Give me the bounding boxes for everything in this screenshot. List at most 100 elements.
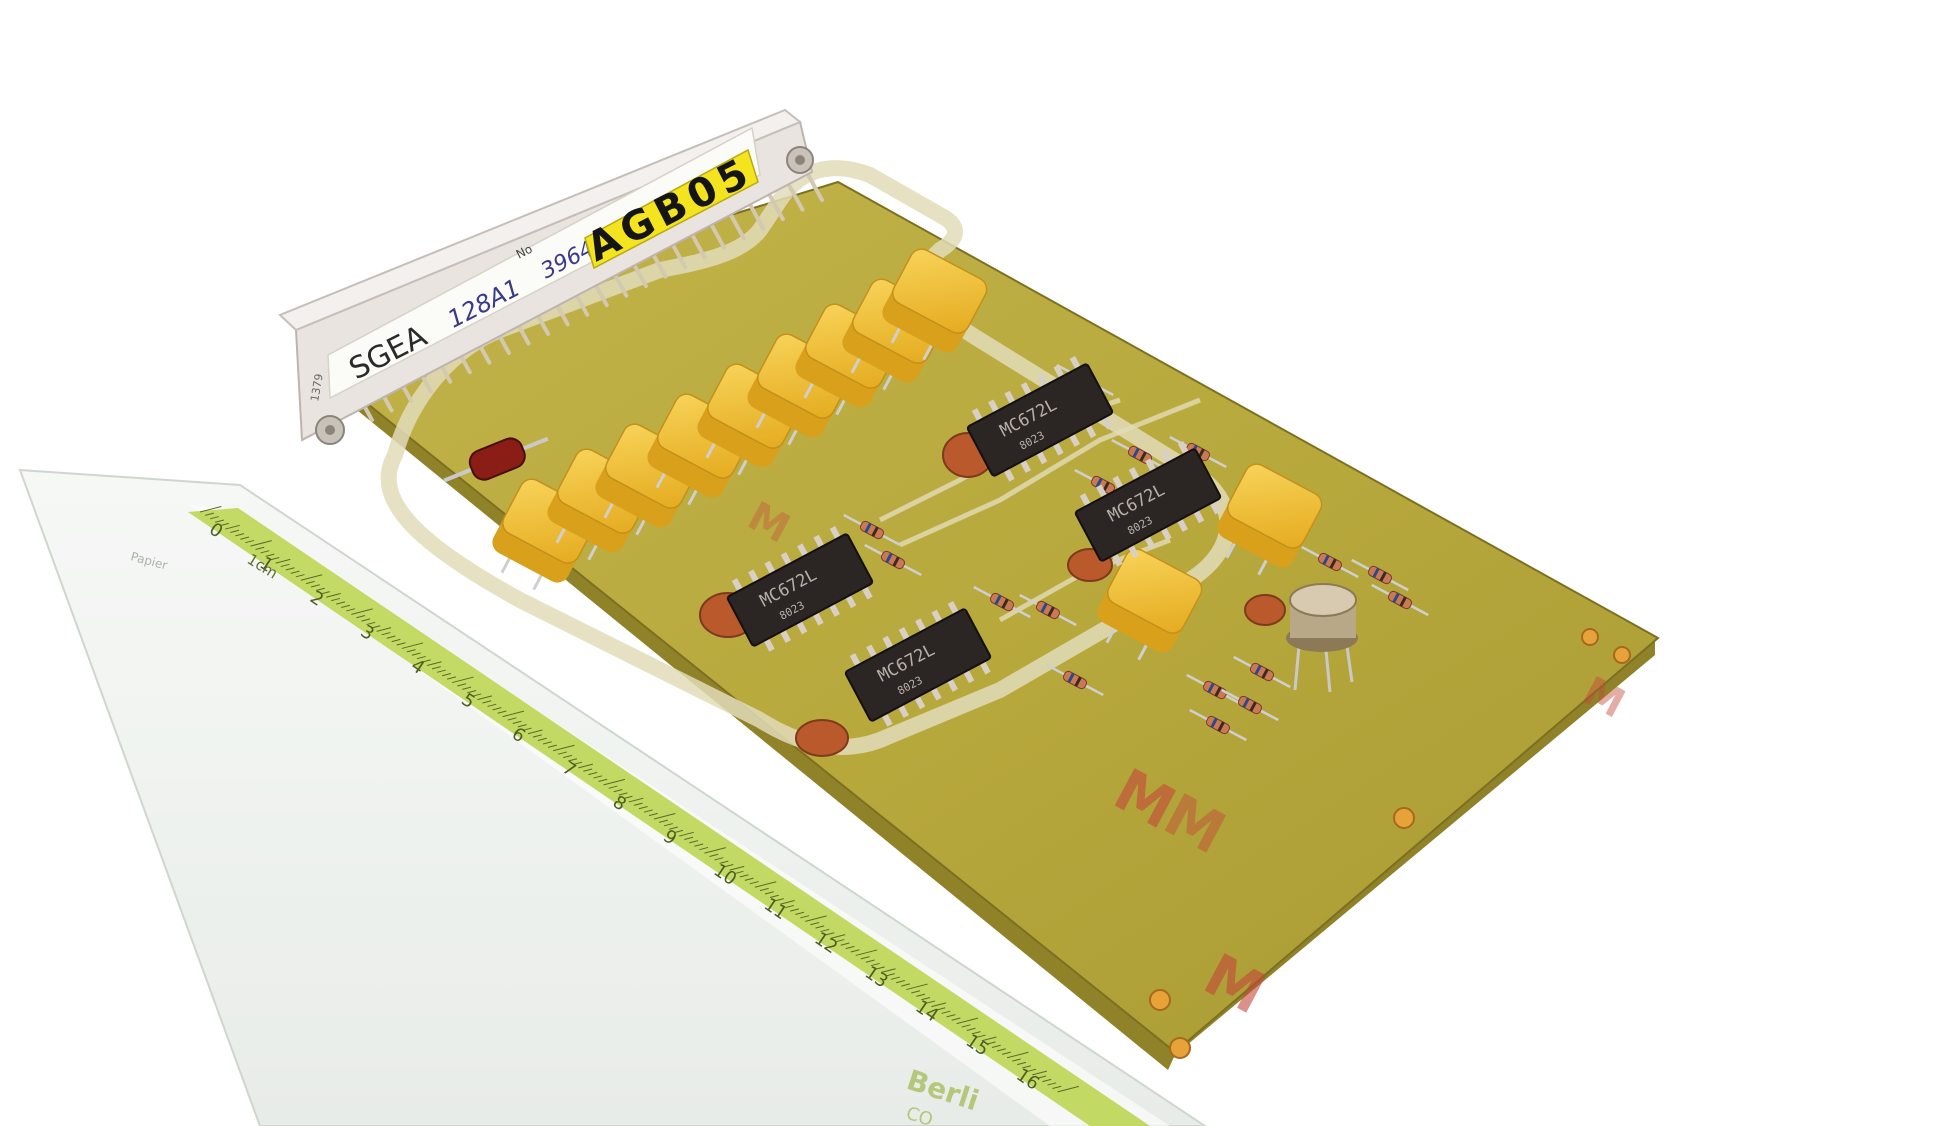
ruler-tick [295, 574, 305, 578]
ruler-tick [421, 659, 431, 663]
ruler-tick [315, 587, 325, 591]
ruler-tick [285, 567, 295, 571]
ruler-tick [568, 758, 578, 762]
ruler-tick [300, 574, 323, 581]
ruler-tick [1012, 1058, 1022, 1062]
ruler-tick [810, 922, 820, 926]
ruler-tick [956, 1017, 979, 1025]
ruler-tick [532, 734, 542, 738]
tantalum-capacitor [1097, 548, 1203, 661]
ruler-tick [996, 1048, 1006, 1052]
ruler-tick [805, 915, 827, 922]
ruler-tick [442, 672, 451, 677]
ruler-tick [906, 983, 928, 991]
ruler-tick [310, 584, 320, 588]
ruler-tick [230, 529, 240, 533]
axial-resistor [1189, 708, 1247, 742]
ruler-tick [537, 737, 547, 742]
mounting-hole [1169, 1037, 1191, 1059]
tantalum-capacitors [492, 248, 1323, 661]
ruler-green-band [188, 508, 1150, 1126]
ruler-tick [255, 546, 265, 551]
ruler-tick [1052, 1085, 1062, 1089]
ruler-tick [785, 904, 795, 909]
ruler-tick [204, 512, 214, 516]
ruler-tick [749, 881, 759, 885]
ruler-tick [694, 843, 704, 847]
ruler-tick [406, 649, 416, 653]
axial-resistor [864, 543, 922, 577]
ic-chip: MC672L 8023 [1074, 441, 1222, 567]
ruler-tick [986, 1041, 996, 1045]
ruler-tick [759, 887, 769, 892]
ruler-tick [674, 829, 684, 834]
ruler-tick [305, 580, 315, 585]
ruler-tick [628, 797, 644, 803]
ruler-tick [275, 558, 291, 564]
ruler-tick [724, 864, 734, 868]
ruler-tick [225, 524, 240, 530]
ruler-tick [976, 1034, 986, 1038]
ruler-tick [719, 860, 729, 864]
signal-trace [898, 397, 1201, 548]
ruler-tick [558, 751, 568, 755]
edge-connector: SGEA 128A1 3964 No 1379 AGB05 [278, 108, 824, 445]
ruler-tick [1017, 1061, 1027, 1066]
ruler-tick [452, 676, 474, 684]
ruler-tick [603, 778, 626, 786]
pcb-board: M M M M M MC672L 8023 [295, 160, 1660, 1070]
ruler-tick [1047, 1082, 1057, 1086]
ruler-tick [578, 763, 594, 769]
label-small-no: No [514, 242, 535, 262]
ruler-tick [845, 945, 855, 950]
ruler-tick [1037, 1075, 1047, 1079]
ruler-tick [966, 1027, 976, 1031]
ruler-tick [840, 942, 850, 946]
ruler-tick [497, 710, 507, 714]
ruler-tick [729, 865, 745, 871]
ruler-tick [890, 976, 900, 980]
ruler-ticks [199, 506, 1080, 1093]
ruler-tick [391, 638, 401, 643]
ruler-tick [679, 831, 694, 837]
ruler-tick [436, 669, 446, 673]
ruler-tick [941, 1010, 951, 1014]
mounting-hole [1613, 646, 1631, 664]
ruler-tick [593, 775, 603, 779]
screw [795, 155, 805, 165]
ruler-tick [517, 724, 527, 728]
ruler-tick [250, 540, 272, 547]
ruler-tick [552, 744, 575, 752]
axial-resistor [1019, 593, 1077, 627]
ruler-tick [991, 1044, 1001, 1049]
ruler-tick [386, 635, 396, 639]
ruler-tick [951, 1017, 961, 1021]
axial-resistor [973, 585, 1031, 619]
ruler-tick [542, 741, 552, 745]
ruler-tick [472, 693, 482, 697]
ruler-tick [325, 593, 341, 598]
ruler-tick [739, 874, 749, 878]
ruler-tick [351, 608, 373, 615]
ruler-tick [648, 812, 658, 817]
ruler-tick [482, 700, 492, 704]
ruler-tick [215, 519, 224, 523]
ruler-brand-sub: CO [903, 1103, 935, 1126]
ruler-tick [522, 727, 532, 731]
ruler-tick [512, 720, 522, 724]
ruler-tick [341, 604, 351, 608]
ruler-tick [563, 754, 573, 759]
tantalum-capacitor [882, 248, 988, 361]
ruler-tick [800, 915, 810, 919]
ruler-tick [926, 1000, 936, 1004]
ruler-tick [774, 898, 784, 902]
ruler-tick [235, 533, 245, 537]
ruler-tick [290, 570, 300, 574]
ruler-tick [865, 959, 875, 963]
ruler-tick [527, 729, 543, 735]
ruler-tick [583, 768, 593, 772]
ruler-tick [623, 795, 633, 800]
ruler-tick [401, 642, 424, 649]
ruler-tick [245, 539, 255, 544]
